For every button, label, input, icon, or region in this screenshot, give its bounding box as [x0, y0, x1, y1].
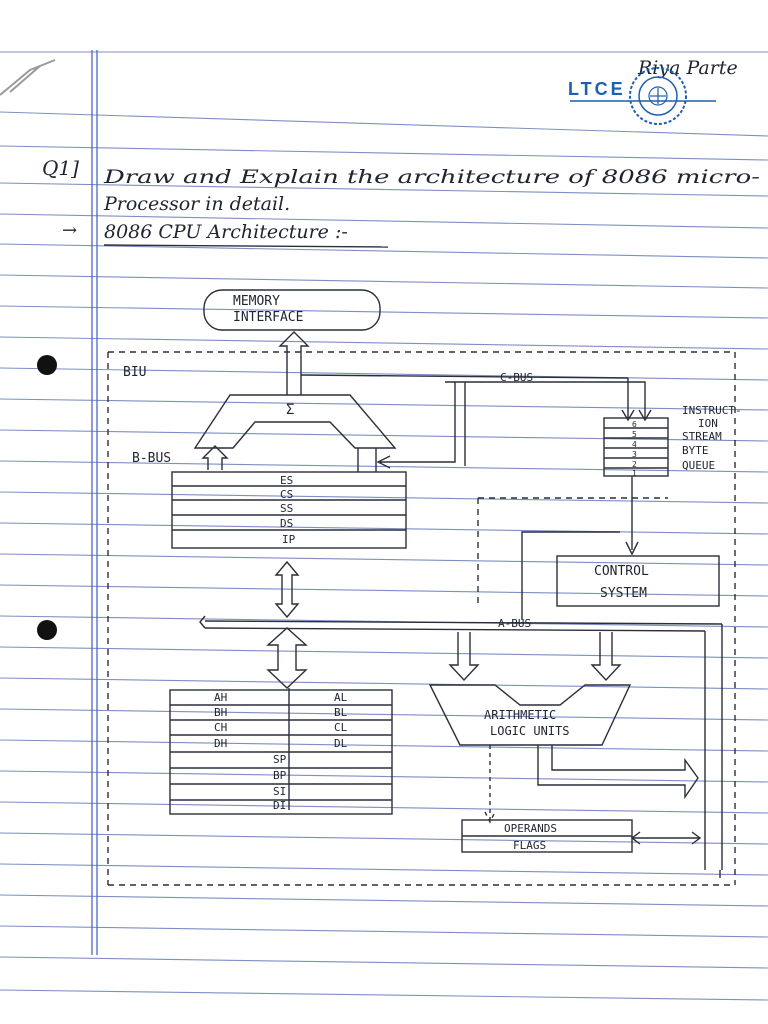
queue-label-5: QUEUE — [682, 459, 715, 472]
queue-slot-2: 2 — [632, 460, 637, 469]
queue-label-1: INSTRUCT- — [682, 404, 742, 417]
control-system-box — [556, 555, 720, 607]
register-al: AL — [334, 691, 348, 704]
memory-bus-arrow — [278, 331, 310, 395]
cpu-outer-frame — [108, 352, 736, 886]
answer-heading-underline — [103, 244, 389, 248]
queue-slot-4: 4 — [632, 440, 637, 449]
a-bus-line-top — [204, 620, 723, 625]
register-ds: DS — [280, 517, 293, 530]
c-bus-line — [300, 374, 629, 379]
alu-label-2: LOGIC UNITS — [490, 724, 569, 738]
author-name: Riya Parte — [637, 57, 738, 79]
register-sp: SP — [273, 753, 287, 766]
scan-corner-mark — [0, 59, 56, 96]
register-dl: DL — [334, 737, 348, 750]
flags-bus-arrow — [630, 831, 702, 845]
question-number: Q1] — [42, 156, 79, 180]
flags-label: FLAGS — [513, 839, 546, 852]
a-bus-brace — [199, 615, 206, 629]
register-ah: AH — [214, 691, 227, 704]
alu-output-arrow — [537, 745, 699, 800]
alu-shape — [428, 684, 632, 746]
queue-label-4: BYTE — [682, 444, 709, 457]
eu-boundary — [477, 497, 668, 605]
address-adder — [193, 394, 397, 449]
adder-sigma: Σ — [286, 402, 294, 418]
abus-alu-arrow-right — [590, 632, 622, 682]
abus-alu-arrow-left — [448, 632, 480, 682]
control-system-label-1: CONTROL — [594, 564, 649, 579]
question-line-2: Processor in detail. — [103, 193, 290, 215]
operands-label: OPERANDS — [504, 822, 557, 835]
register-bp: BP — [273, 769, 287, 782]
a-bus-label: A-BUS — [498, 617, 531, 630]
register-bh: BH — [214, 706, 227, 719]
answer-heading: 8086 CPU Architecture :- — [104, 221, 348, 243]
memory-interface-label-1: MEMORY — [233, 294, 280, 309]
queue-slot-1: 1 — [632, 469, 637, 478]
alu-to-operands — [484, 745, 496, 824]
c-bus-queue-arrow-2 — [445, 381, 652, 422]
memory-interface-box — [203, 289, 381, 331]
segment-register-block — [171, 471, 407, 549]
abus-general-reg-double-arrow — [266, 627, 308, 689]
a-bus-line-bottom — [204, 627, 706, 632]
c-bus-to-queue-arrow — [621, 378, 635, 422]
register-dh: DH — [214, 737, 227, 750]
biu-label: BIU — [123, 365, 146, 380]
queue-slot-3: 3 — [632, 450, 637, 459]
register-ch: CH — [214, 721, 227, 734]
register-es: ES — [280, 474, 293, 487]
queue-to-control-arrow — [625, 476, 639, 556]
ltce-logo-seal — [629, 67, 687, 125]
punch-hole-bottom — [37, 620, 57, 640]
control-feedback-line — [521, 531, 620, 620]
b-bus-arrow — [201, 445, 229, 470]
register-cl: CL — [334, 721, 348, 734]
queue-label-2: ION — [698, 417, 718, 430]
c-bus-label: C-BUS — [500, 371, 533, 384]
register-di: DI — [273, 799, 286, 812]
register-ip: IP — [282, 533, 296, 546]
institution-label: LTCE — [568, 79, 626, 99]
c-bus-return-arrow — [376, 382, 456, 469]
punch-hole-top — [37, 355, 57, 375]
answer-arrow: → — [62, 220, 77, 241]
question-line-1: Draw and Explain the architecture of 808… — [103, 166, 760, 188]
queue-slot-6: 6 — [632, 420, 637, 429]
register-cs: CS — [280, 488, 293, 501]
instruction-queue — [603, 417, 669, 477]
segment-abus-double-arrow — [274, 560, 300, 619]
register-bl: BL — [334, 706, 348, 719]
memory-interface-label-2: INTERFACE — [233, 310, 303, 325]
biu-frame — [107, 351, 735, 885]
register-ss: SS — [280, 502, 293, 515]
control-system-label-2: SYSTEM — [600, 586, 647, 601]
adder-right-feed — [357, 448, 377, 472]
register-si: SI — [273, 785, 286, 798]
b-bus-label: B-BUS — [132, 451, 171, 466]
queue-slot-5: 5 — [632, 430, 637, 439]
a-bus-right-drop — [704, 624, 723, 870]
alu-label-1: ARITHMETIC — [484, 708, 556, 722]
queue-label-3: STREAM — [682, 430, 722, 443]
